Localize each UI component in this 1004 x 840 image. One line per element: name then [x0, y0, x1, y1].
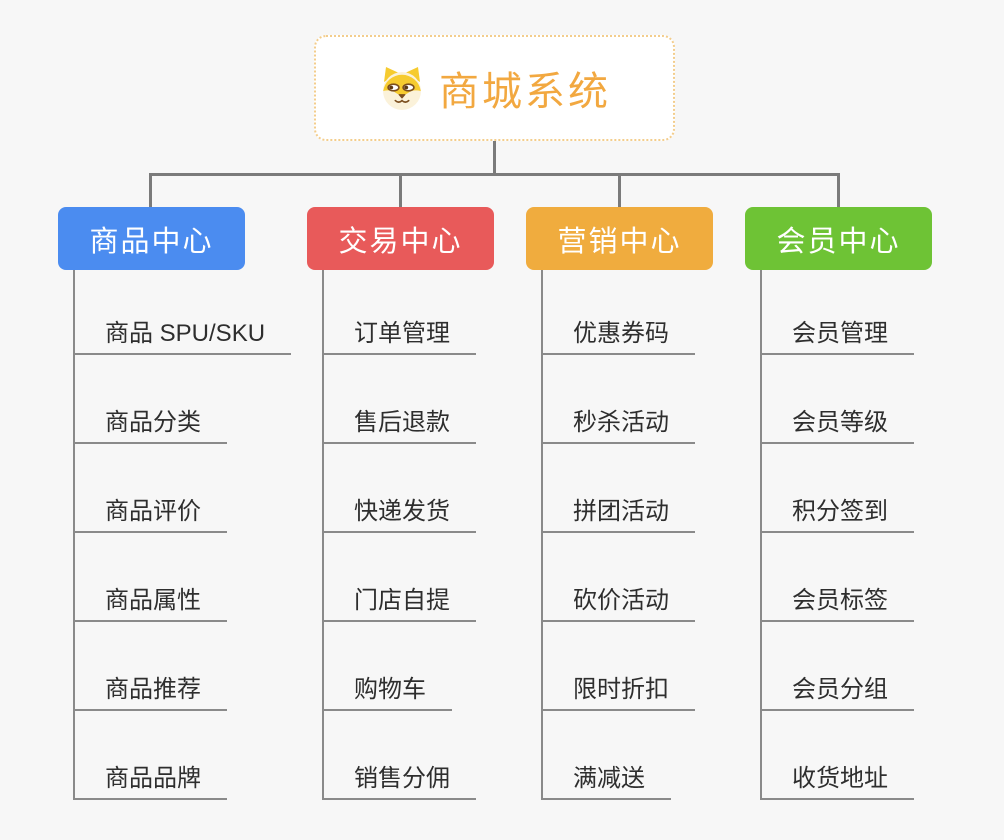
branch-product-items: 商品 SPU/SKU 商品分类 商品评价 商品属性 商品推荐 商品品牌: [73, 270, 303, 800]
sub-item[interactable]: 快递发货: [322, 487, 476, 533]
branch-label: 交易中心: [338, 225, 463, 258]
sub-item[interactable]: 商品品牌: [73, 754, 227, 800]
dog-face-icon: [378, 64, 426, 112]
sub-item[interactable]: 商品 SPU/SKU: [73, 309, 292, 355]
sub-item[interactable]: 商品分类: [73, 398, 227, 444]
sub-item[interactable]: 订单管理: [322, 309, 476, 355]
sub-item[interactable]: 会员标签: [760, 576, 914, 622]
sub-item[interactable]: 购物车: [322, 665, 452, 711]
sub-item[interactable]: 会员分组: [760, 665, 914, 711]
sub-item[interactable]: 商品推荐: [73, 665, 227, 711]
sub-item[interactable]: 优惠券码: [541, 309, 695, 355]
branch-trade-center[interactable]: 交易中心: [307, 207, 494, 270]
branch-label: 会员中心: [776, 225, 901, 258]
sub-item[interactable]: 拼团活动: [541, 487, 695, 533]
branch-marketing-items: 优惠券码 秒杀活动 拼团活动 砍价活动 限时折扣 满减送: [541, 270, 771, 800]
sub-item[interactable]: 售后退款: [322, 398, 476, 444]
sub-item[interactable]: 会员管理: [760, 309, 914, 355]
root-title: 商城系统: [439, 70, 611, 114]
sub-item[interactable]: 满减送: [541, 754, 671, 800]
sub-item[interactable]: 商品属性: [73, 576, 227, 622]
sub-item[interactable]: 秒杀活动: [541, 398, 695, 444]
branch-label: 营销中心: [557, 225, 682, 258]
branch-label: 商品中心: [89, 225, 214, 258]
branch-member-items: 会员管理 会员等级 积分签到 会员标签 会员分组 收货地址: [760, 270, 990, 800]
sub-item[interactable]: 会员等级: [760, 398, 914, 444]
branch-product-center[interactable]: 商品中心: [58, 207, 245, 270]
sub-item[interactable]: 门店自提: [322, 576, 476, 622]
sub-item[interactable]: 商品评价: [73, 487, 227, 533]
branch-trade-items: 订单管理 售后退款 快递发货 门店自提 购物车 销售分佣: [322, 270, 552, 800]
sub-item[interactable]: 限时折扣: [541, 665, 695, 711]
branch-member-center[interactable]: 会员中心: [745, 207, 932, 270]
sub-item[interactable]: 销售分佣: [322, 754, 476, 800]
root-node[interactable]: 商城系统: [314, 35, 675, 141]
sub-item[interactable]: 砍价活动: [541, 576, 695, 622]
branch-marketing-center[interactable]: 营销中心: [526, 207, 713, 270]
sub-item[interactable]: 积分签到: [760, 487, 914, 533]
sub-item[interactable]: 收货地址: [760, 754, 914, 800]
